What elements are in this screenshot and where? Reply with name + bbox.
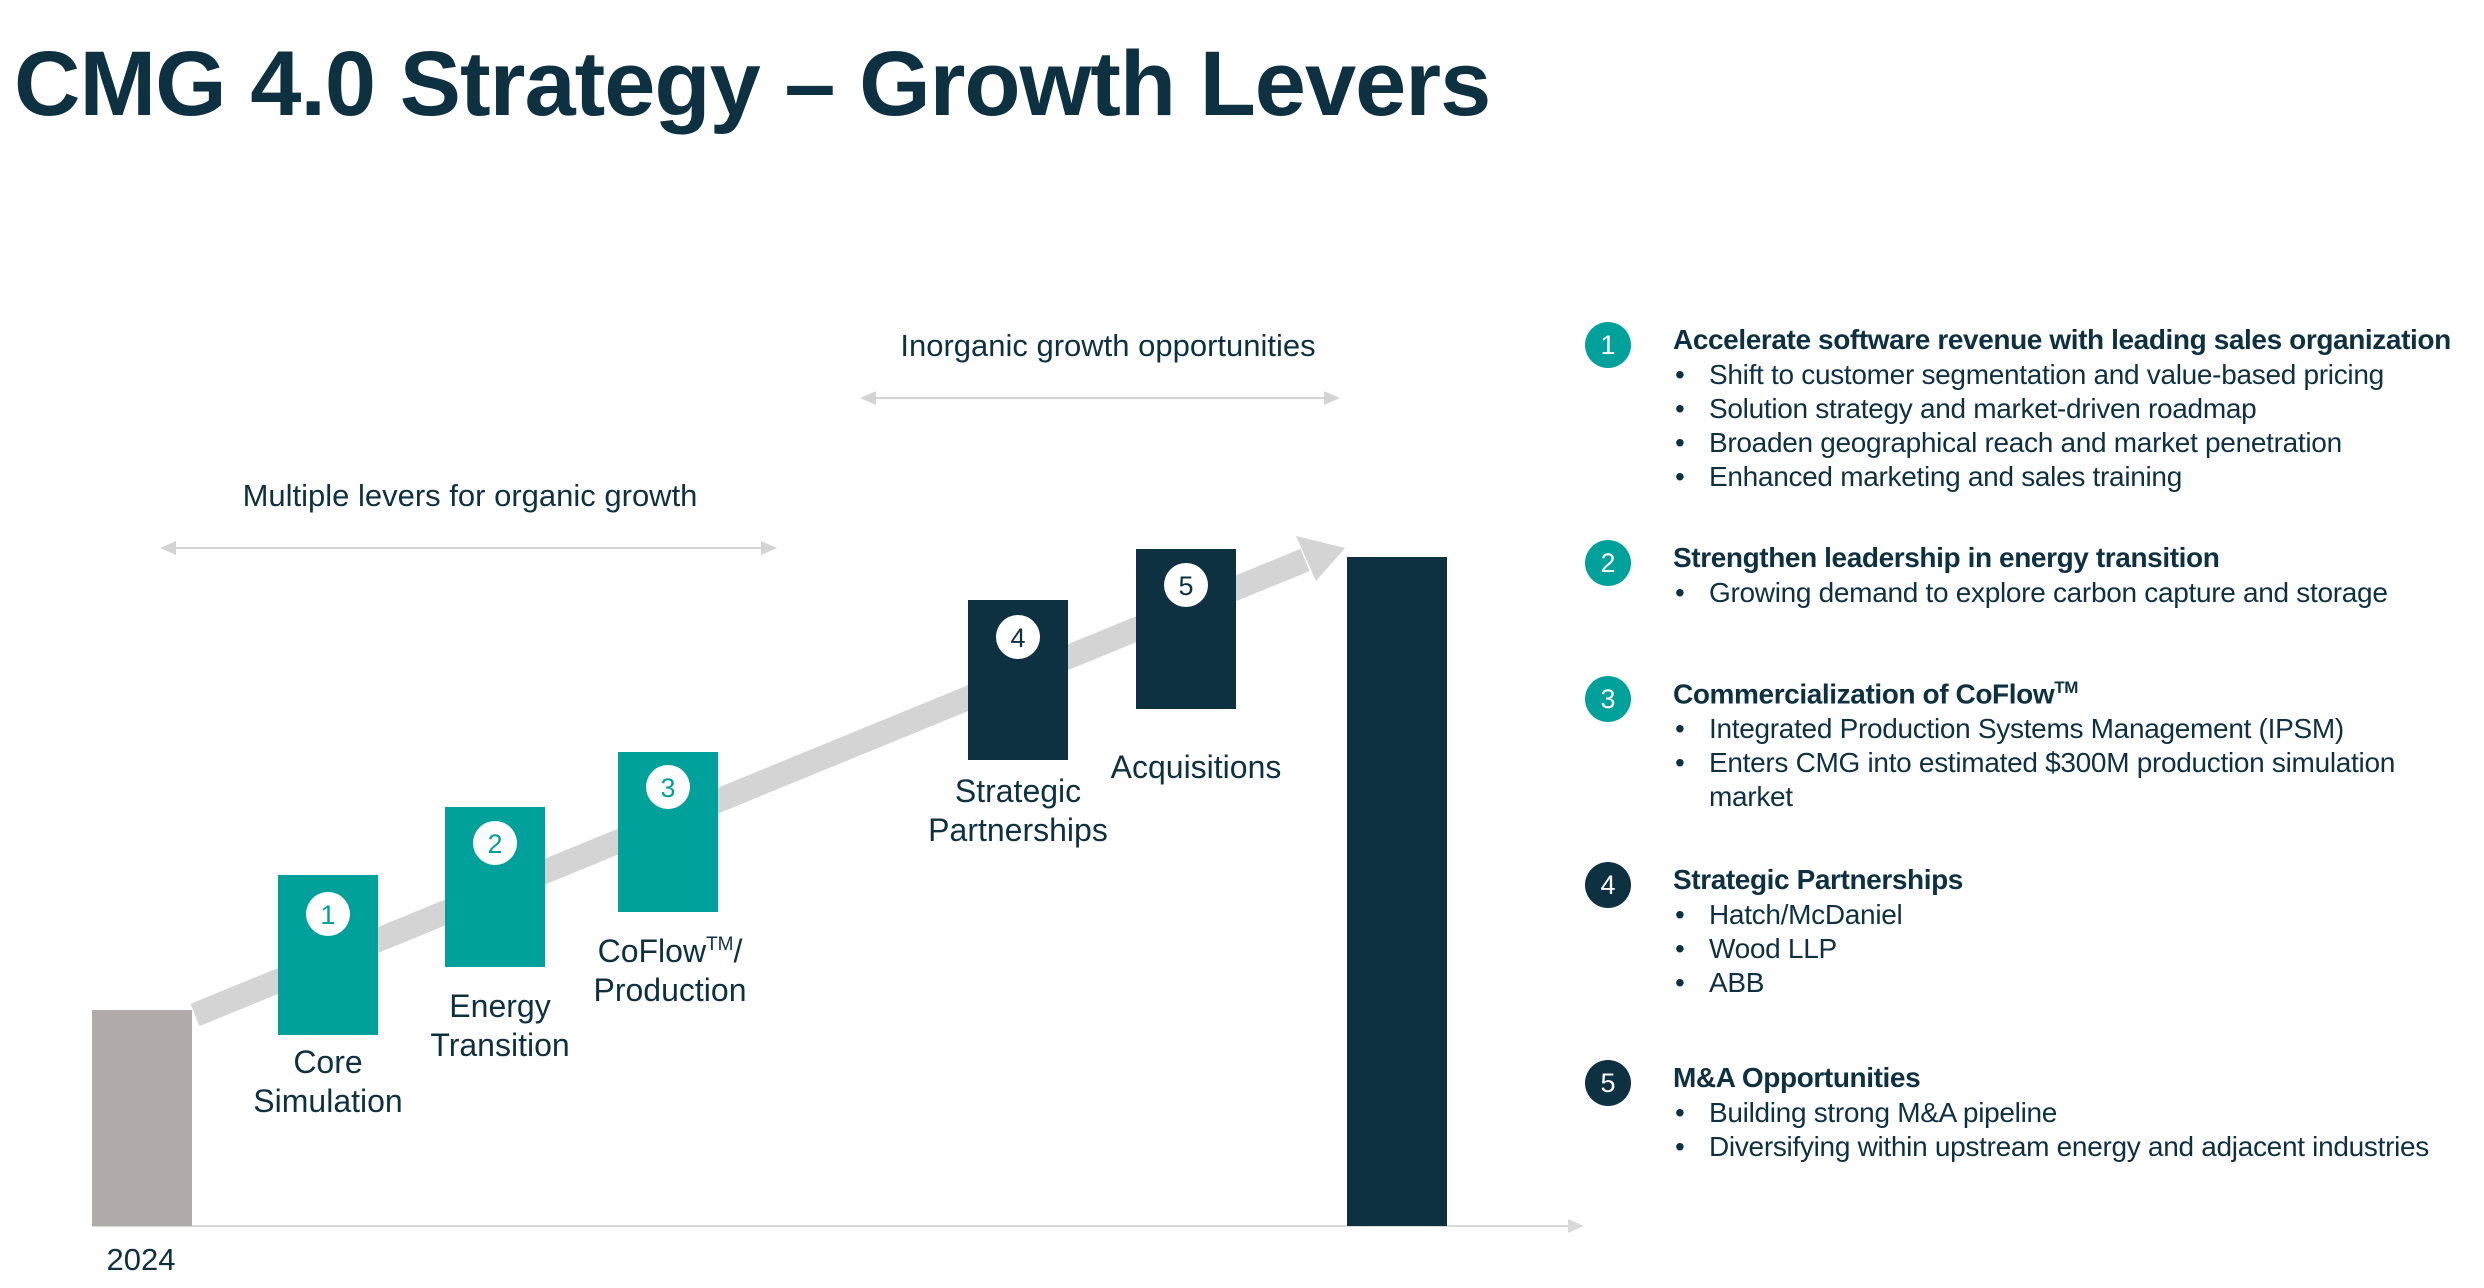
lever-2-title: Strengthen leadership in energy transiti…	[1673, 542, 2220, 573]
step-1-label-line1: Core	[293, 1044, 362, 1080]
lever-1-badge: 1	[1585, 322, 1631, 368]
lever-1-title: Accelerate software revenue with leading…	[1673, 324, 2451, 355]
baseline-2024-bar	[92, 1010, 192, 1226]
step-2-badge	[473, 821, 517, 865]
lever-2-badge: 2	[1585, 540, 1631, 586]
organic-range-arrow	[160, 541, 777, 555]
lever-5-badge: 5	[1585, 1060, 1631, 1106]
lever-1-bullets: Shift to customer segmentation and value…	[1673, 358, 2469, 494]
lever-3-title-tm: TM	[2054, 678, 2078, 697]
lever-3-bullets: Integrated Production Systems Management…	[1673, 712, 2469, 814]
step-2-number: 2	[487, 829, 502, 859]
list-item: Enters CMG into estimated $300M producti…	[1673, 746, 2469, 814]
step-2-label-line2: Transition	[430, 1027, 569, 1063]
lever-5-title: M&A Opportunities	[1673, 1062, 1921, 1093]
page-title: CMG 4.0 Strategy – Growth Levers	[14, 33, 1491, 135]
step-1-badge	[306, 892, 350, 936]
list-item: Wood LLP	[1673, 932, 2469, 966]
lever-2-bullets: Growing demand to explore carbon capture…	[1673, 576, 2469, 610]
list-item: Diversifying within upstream energy and …	[1673, 1130, 2469, 1164]
step-3-label-line1: CoFlowTM/	[598, 933, 743, 969]
step-5-badge	[1164, 563, 1208, 607]
list-item: Building strong M&A pipeline	[1673, 1096, 2469, 1130]
growth-arrow	[190, 536, 1345, 1027]
organic-growth-label: Multiple levers for organic growth	[243, 478, 698, 513]
list-item: ABB	[1673, 966, 2469, 1000]
growth-levers-diagram: Multiple levers for organic growth Inorg…	[92, 328, 1584, 1277]
step-3-number: 3	[660, 773, 675, 803]
step-2-label-line1: Energy	[449, 988, 550, 1024]
step-4-label-line2: Partnerships	[928, 812, 1108, 848]
step-4-number: 4	[1010, 623, 1025, 653]
list-item: Hatch/McDaniel	[1673, 898, 2469, 932]
step-5-number: 5	[1178, 571, 1193, 601]
lever-3-title: Commercialization of CoFlowTM	[1673, 678, 2078, 710]
lever-4-title: Strategic Partnerships	[1673, 864, 1963, 895]
list-item: Enhanced marketing and sales training	[1673, 460, 2469, 494]
list-item: Growing demand to explore carbon capture…	[1673, 576, 2469, 610]
inorganic-range-arrow	[860, 391, 1340, 405]
baseline-2024-label: 2024	[107, 1242, 176, 1277]
x-axis	[92, 1219, 1584, 1233]
list-item: Broaden geographical reach and market pe…	[1673, 426, 2469, 460]
lever-4-badge: 4	[1585, 862, 1631, 908]
lever-5-bullets: Building strong M&A pipeline Diversifyin…	[1673, 1096, 2469, 1164]
list-item: Integrated Production Systems Management…	[1673, 712, 2469, 746]
step-5-label-line1: Acquisitions	[1111, 749, 1282, 785]
step-3-label-tm: TM	[706, 934, 733, 955]
list-item: Solution strategy and market-driven road…	[1673, 392, 2469, 426]
target-bar	[1347, 557, 1447, 1226]
step-4-label-line1: Strategic	[955, 773, 1081, 809]
step-3-badge	[646, 765, 690, 809]
lever-3-title-text: Commercialization of CoFlow	[1673, 678, 2055, 710]
step-1-label-line2: Simulation	[253, 1083, 402, 1119]
step-3-label-slash: /	[734, 933, 743, 969]
lever-4-bullets: Hatch/McDaniel Wood LLP ABB	[1673, 898, 2469, 1000]
lever-3-badge: 3	[1585, 676, 1631, 722]
step-3-label-line2: Production	[594, 972, 747, 1008]
step-4-badge	[996, 615, 1040, 659]
list-item: Shift to customer segmentation and value…	[1673, 358, 2469, 392]
step-3-label-coflow: CoFlow	[598, 933, 707, 969]
step-1-number: 1	[320, 900, 335, 930]
inorganic-growth-label: Inorganic growth opportunities	[900, 328, 1315, 363]
